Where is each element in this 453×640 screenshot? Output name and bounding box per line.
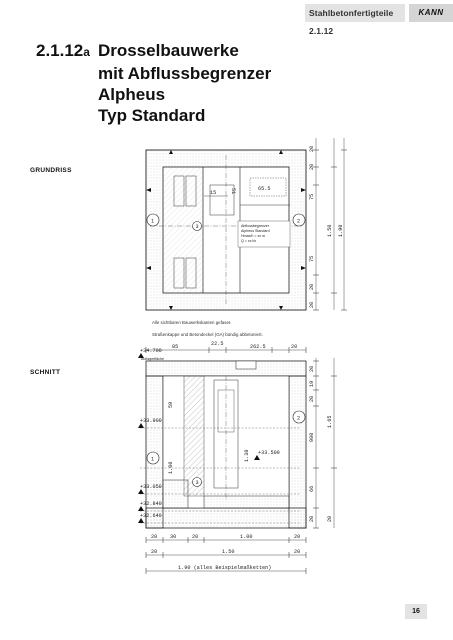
plan-regulator-text-2: Alpheus Standard [241, 229, 270, 233]
section-dim-r2: 19 [309, 381, 315, 387]
section-cover-slab [145, 360, 307, 377]
plan-dim-r4: 1.50 [327, 225, 333, 237]
plan-dim-r3: 75 [309, 194, 315, 200]
section-inner-dim-59: 59 [168, 402, 174, 408]
section-dim-b5: 20 [294, 534, 300, 540]
section-elev-33500: +33.500 [258, 450, 280, 456]
section-elev-34700: +34.700 [140, 348, 162, 354]
plan-regulator-text-4: Q = xx l/s [241, 239, 256, 243]
section-dim-top-22: 22.5 [211, 341, 223, 347]
section-dim-b7: 1.50 [222, 549, 234, 555]
page-number: 16 [405, 604, 427, 619]
section-dim-r4: 980 [309, 433, 315, 442]
section-dim-r6: 66 [309, 486, 315, 492]
plan-marker-2-label: 2 [297, 219, 300, 225]
section-dim-b6: 20 [151, 549, 157, 555]
plan-regulator-text-1: Abflussbegrenzer [241, 224, 270, 228]
section-inner-dim-100: 1.00 [168, 462, 174, 474]
section-dim-top-85: 85 [172, 344, 178, 350]
section-elev-33050: +33.050 [140, 484, 162, 490]
section-marker-1-label: 1 [151, 457, 154, 463]
plan-dim-65: 65.5 [258, 186, 270, 192]
section-dim-r5: 1.65 [327, 416, 333, 428]
section-axis-marker-2 [292, 410, 306, 424]
section-dim-r3: 20 [309, 396, 315, 402]
section-view: 85 22.5 262.5 20 [138, 341, 337, 574]
plan-view: 65.5 51 15 1 2 3 Abflussbegrenzer Alpheu… [145, 138, 347, 311]
plan-dim-r8: 1.90 [338, 225, 344, 237]
plan-regulator-text-3: Hmax/h = xx m [241, 234, 265, 238]
plan-dim-r6: 20 [309, 284, 315, 290]
schnitt-label: SCHNITT [30, 369, 61, 376]
title-number: 2.1.12 [36, 41, 84, 60]
plan-axis-marker-1 [146, 213, 160, 227]
plan-marker-1-label: 1 [151, 219, 154, 225]
kann-logo: KANN [409, 4, 453, 22]
section-elev-32840: +32.840 [140, 501, 162, 507]
section-dim-r8: 20 [327, 516, 333, 522]
plan-axis-marker-2 [292, 213, 306, 227]
section-inner-dim-130: 1.30 [244, 450, 250, 462]
title-suffix: a [83, 45, 90, 59]
title-line-1: Drosselbauwerke [98, 41, 239, 60]
section-marker-2-label: 2 [297, 416, 300, 422]
section-axis-marker-1 [146, 451, 160, 465]
page-header: Stahlbetonfertigteile 2.1.12 KANN [0, 0, 453, 36]
section-dim-top-20: 20 [291, 344, 297, 350]
page-title: 2.1.12a Drosselbauwerke mit Abflussbegren… [36, 40, 336, 126]
title-line-2: mit Abflussbegrenzer Alpheus [98, 64, 272, 104]
section-dim-b2: 30 [170, 534, 176, 540]
section-dim-r1: 20 [309, 366, 315, 372]
section-axis-marker-3 [192, 477, 202, 487]
section-dim-r7: 20 [309, 516, 315, 522]
note-line-2: Straßenkappe und Betondeckel (GA) bündig… [152, 332, 263, 337]
section-dim-b3: 20 [192, 534, 198, 540]
plan-marker-3-label: 3 [196, 224, 199, 230]
plan-dim-r2: 20 [309, 164, 315, 170]
plan-regulator-label-box [237, 220, 291, 248]
plan-dim-r5: 75 [309, 256, 315, 262]
section-elev-32640: +32.640 [140, 513, 162, 519]
section-elev-sub: Auflagerfläche [141, 357, 164, 361]
plan-axis-marker-3 [192, 221, 202, 231]
section-elev-33900: +33.900 [140, 418, 162, 424]
title-line-3: Typ Standard [98, 106, 206, 125]
section-marker-3-label: 3 [196, 480, 199, 486]
section-dim-b8: 20 [294, 549, 300, 555]
section-reference: Stahlbetonfertigteile 2.1.12 [305, 4, 405, 36]
plan-dim-15: 15 [210, 190, 216, 196]
note-line-1: Alle sichtbaren Bauwerkskanten gefaset. [152, 320, 231, 325]
plan-dim-51: 51 [230, 188, 236, 194]
grundriss-label: GRUNDRISS [30, 167, 72, 174]
section-dim-total: 1.90 (alles Beispielmaßketten) [178, 565, 271, 571]
plan-dim-r1: 20 [309, 146, 315, 152]
section-dim-top-262: 262.5 [250, 344, 266, 350]
section-dim-b1: 20 [151, 534, 157, 540]
section-dim-b4: 1.00 [240, 534, 252, 540]
plan-dim-r7: 20 [309, 302, 315, 308]
